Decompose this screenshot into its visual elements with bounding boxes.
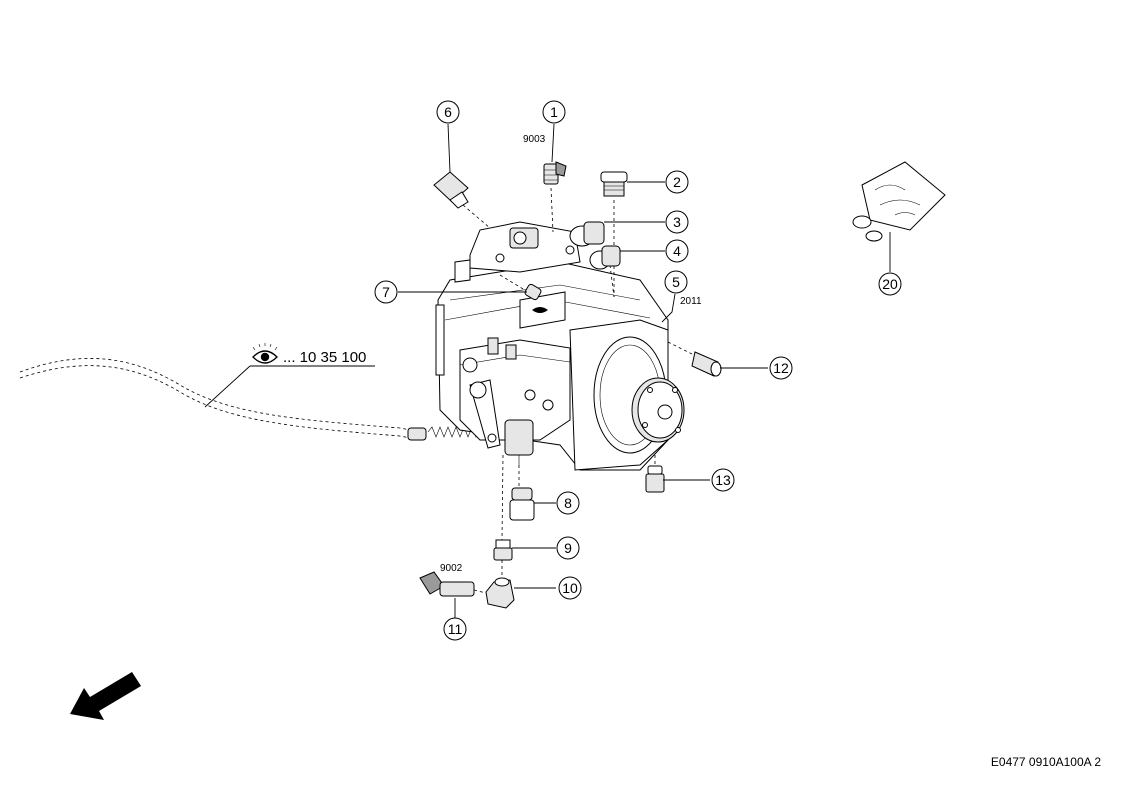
callout-6-label: 6: [444, 104, 452, 120]
callout-8: 8: [556, 491, 580, 515]
callout-7-label: 7: [382, 284, 390, 300]
part-4-plug: [589, 245, 621, 270]
cross-reference: ... 10 35 100: [204, 343, 375, 408]
callout-11-label: 11: [448, 621, 463, 637]
callout-2: 2: [665, 170, 689, 194]
control-cable: [19, 358, 496, 443]
part-2-plug: [600, 171, 628, 197]
eye-icon: [252, 343, 278, 364]
pump-assembly: [435, 221, 685, 471]
part-3-plug: [569, 221, 605, 247]
callout-5: 5: [664, 270, 688, 294]
callout-1-label: 1: [550, 104, 558, 120]
callout-4-label: 4: [673, 243, 681, 259]
drawing-code: E0477 0910A100A 2: [990, 755, 1101, 769]
callout-6: 6: [436, 100, 460, 124]
callout-9: 9: [556, 536, 580, 560]
callout-12-label: 12: [773, 360, 789, 376]
part-12-plug: [691, 351, 722, 377]
part-10-elbow: [485, 577, 515, 609]
callout-10-label: 10: [562, 580, 578, 596]
callout-4: 4: [665, 239, 689, 263]
part-1-fitting: [543, 161, 567, 185]
ref-code-2011: 2011: [680, 296, 702, 307]
callout-11: 11: [443, 617, 467, 641]
part-13-plug: [645, 465, 665, 493]
callout-9-label: 9: [564, 540, 572, 556]
part-11-connector: [419, 571, 475, 618]
callout-3: 3: [665, 210, 689, 234]
callout-20-label: 20: [882, 276, 898, 292]
part-8-plug: [509, 487, 535, 521]
callout-1: 1: [542, 100, 566, 124]
ref-code-9002: 9002: [440, 563, 463, 574]
part-6-fitting: [433, 171, 469, 209]
callout-13-label: 13: [715, 472, 731, 488]
callout-12: 12: [769, 356, 793, 380]
part-7-nozzle: [524, 283, 542, 301]
callout-7: 7: [374, 280, 398, 304]
callout-5-label: 5: [672, 274, 680, 290]
ref-code-9003: 9003: [523, 134, 546, 145]
leader-lines: [398, 123, 768, 589]
cross-reference-text: ... 10 35 100: [283, 349, 366, 366]
arrow-down-left-icon: [70, 672, 141, 720]
callout-20: 20: [878, 272, 902, 296]
callout-13: 13: [711, 468, 735, 492]
callout-2-label: 2: [673, 174, 681, 190]
part-20-seal-kit: [852, 161, 946, 272]
callout-10: 10: [558, 576, 582, 600]
callout-8-label: 8: [564, 495, 572, 511]
callout-3-label: 3: [673, 214, 681, 230]
part-9-nipple: [493, 539, 513, 561]
